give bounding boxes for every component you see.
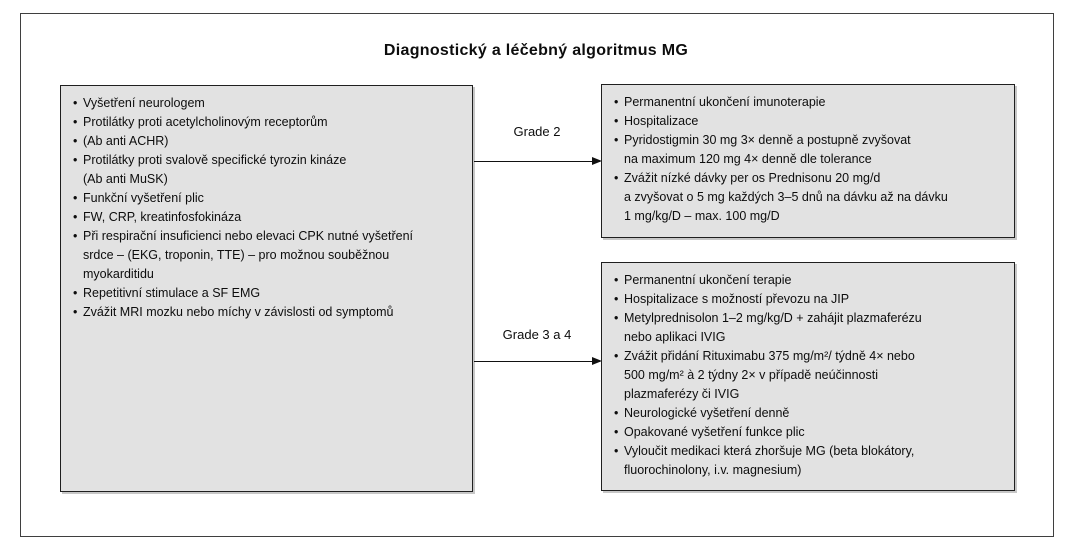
grade-3-4-treatment-list: Permanentní ukončení terapie Hospitaliza… xyxy=(602,263,1014,488)
diagnostic-workup-box: Vyšetření neurologem Protilátky proti ac… xyxy=(60,85,473,492)
list-item: Zvážit přidání Rituximabu 375 mg/m²/ týd… xyxy=(614,347,1006,404)
list-item: Hospitalizace xyxy=(614,112,1006,131)
list-item: Repetitivní stimulace a SF EMG xyxy=(73,284,464,303)
list-item: Funkční vyšetření plic xyxy=(73,189,464,208)
grade-2-treatment-box: Permanentní ukončení imunoterapie Hospit… xyxy=(601,84,1015,238)
list-item: Permanentní ukončení imunoterapie xyxy=(614,93,1006,112)
list-item: Pyridostigmin 30 mg 3× denně a postupně … xyxy=(614,131,1006,169)
grade-2-label: Grade 2 xyxy=(513,124,561,139)
grade-2-treatment-list: Permanentní ukončení imunoterapie Hospit… xyxy=(602,85,1014,234)
list-item: Opakované vyšetření funkce plic xyxy=(614,423,1006,442)
list-item: Vyšetření neurologem xyxy=(73,94,464,113)
list-item: FW, CRP, kreatinfosfokináza xyxy=(73,208,464,227)
list-item: Zvážit MRI mozku nebo míchy v závislosti… xyxy=(73,303,464,322)
grade-3-4-label: Grade 3 a 4 xyxy=(502,327,572,342)
list-item: Při respirační insuficienci nebo elevaci… xyxy=(73,227,464,284)
arrowhead-icon xyxy=(592,156,602,165)
grade-3-4-treatment-box: Permanentní ukončení terapie Hospitaliza… xyxy=(601,262,1015,491)
list-item: Metylprednisolon 1–2 mg/kg/D + zahájit p… xyxy=(614,309,1006,347)
list-item: Zvážit nízké dávky per os Prednisonu 20 … xyxy=(614,169,1006,226)
grade-2-arrow xyxy=(474,156,602,165)
grade-3-4-arrow xyxy=(474,356,602,365)
list-item: Permanentní ukončení terapie xyxy=(614,271,1006,290)
arrowhead-icon xyxy=(592,356,602,365)
list-item: (Ab anti ACHR) xyxy=(73,132,464,151)
list-item: Hospitalizace s možností převozu na JIP xyxy=(614,290,1006,309)
list-item: Protilátky proti acetylcholinovým recept… xyxy=(73,113,464,132)
list-item: Protilátky proti svalově specifické tyro… xyxy=(73,151,464,189)
figure-title: Diagnostický a léčebný algoritmus MG xyxy=(383,42,689,59)
list-item: Neurologické vyšetření denně xyxy=(614,404,1006,423)
list-item: Vyloučit medikaci která zhoršuje MG (bet… xyxy=(614,442,1006,480)
diagnostic-workup-list: Vyšetření neurologem Protilátky proti ac… xyxy=(61,86,472,330)
